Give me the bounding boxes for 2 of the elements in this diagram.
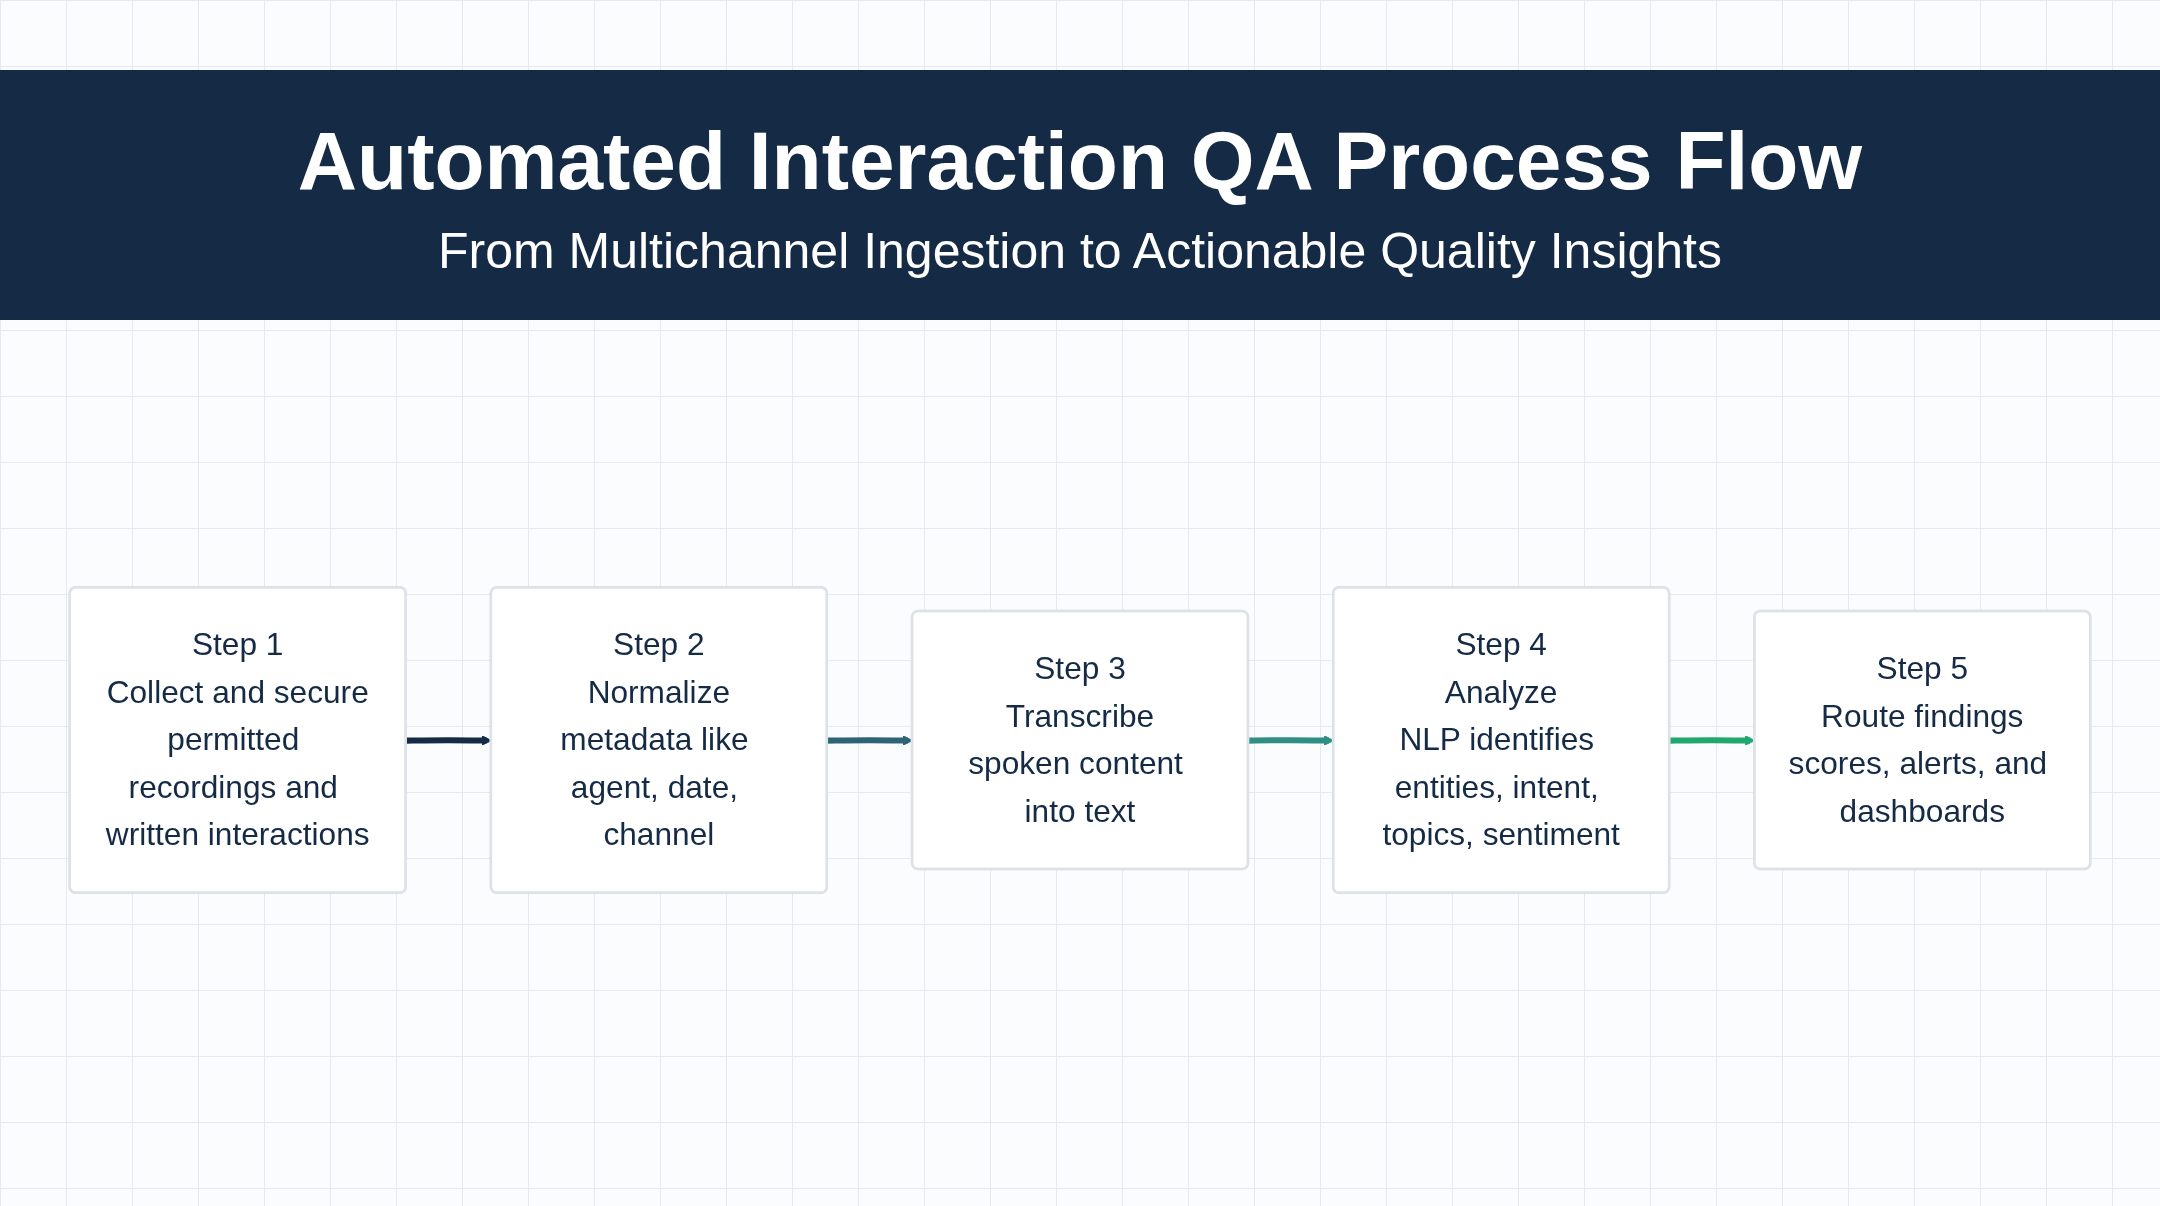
- subtitle: From Multichannel Ingestion to Actionable Quality Insights: [438, 222, 1722, 280]
- title: Automated Interaction QA Process Flow: [297, 114, 1863, 208]
